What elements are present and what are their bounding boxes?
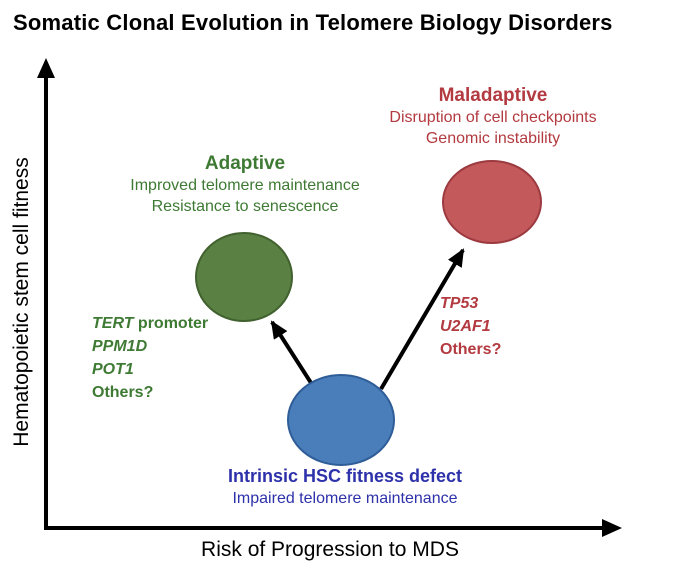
maladaptive-clone-circle — [442, 160, 542, 244]
mutation-item: TERT promoter — [92, 312, 208, 335]
adaptive-subtitle-2: Resistance to senescence — [151, 198, 339, 215]
gene-suffix: promoter — [133, 315, 209, 332]
mutation-item: U2AF1 — [440, 315, 501, 338]
adaptive-label-block: Adaptive Improved telomere maintenance R… — [100, 152, 390, 217]
x-axis-label: Risk of Progression to MDS — [201, 538, 459, 561]
adaptive-clone-circle — [195, 232, 293, 322]
maladaptive-mutation-list: TP53 U2AF1 Others? — [440, 292, 501, 361]
mutation-item: PPM1D — [92, 335, 208, 358]
gene-name: POT1 — [92, 361, 134, 378]
arrow-to-maladaptive — [379, 248, 465, 391]
maladaptive-subtitle-1: Disruption of cell checkpoints — [389, 109, 597, 126]
intrinsic-subtitle-1: Impaired telomere maintenance — [232, 490, 458, 507]
mutation-item: Others? — [440, 338, 501, 361]
intrinsic-title: Intrinsic HSC fitness defect — [227, 466, 463, 486]
mutation-item: Others? — [92, 381, 208, 404]
x-axis-arrowhead-icon — [602, 519, 622, 537]
intrinsic-label-block: Intrinsic HSC fitness defect Impaired te… — [180, 465, 510, 509]
intrinsic-clone-circle — [287, 374, 395, 466]
maladaptive-subtitle-2: Genomic instability — [425, 130, 561, 147]
maladaptive-label-block: Maladaptive Disruption of cell checkpoin… — [348, 84, 638, 149]
mutation-item: TP53 — [440, 292, 501, 315]
mutation-item: POT1 — [92, 358, 208, 381]
y-axis-label: Hematopoietic stem cell fitness — [10, 157, 33, 447]
adaptive-mutation-list: TERT promoter PPM1D POT1 Others? — [92, 312, 208, 404]
gene-name: PPM1D — [92, 338, 148, 355]
gene-suffix: Others? — [92, 384, 154, 401]
y-axis-arrowhead-icon — [37, 58, 55, 78]
adaptive-title: Adaptive — [204, 153, 286, 174]
gene-name: TERT — [92, 315, 134, 332]
arrow-to-adaptive — [270, 320, 315, 388]
figure-title: Somatic Clonal Evolution in Telomere Bio… — [13, 10, 613, 35]
maladaptive-title: Maladaptive — [438, 85, 548, 106]
gene-suffix: Others? — [440, 341, 502, 358]
gene-name: U2AF1 — [440, 318, 491, 335]
gene-name: TP53 — [440, 295, 479, 312]
adaptive-subtitle-1: Improved telomere maintenance — [130, 177, 360, 194]
